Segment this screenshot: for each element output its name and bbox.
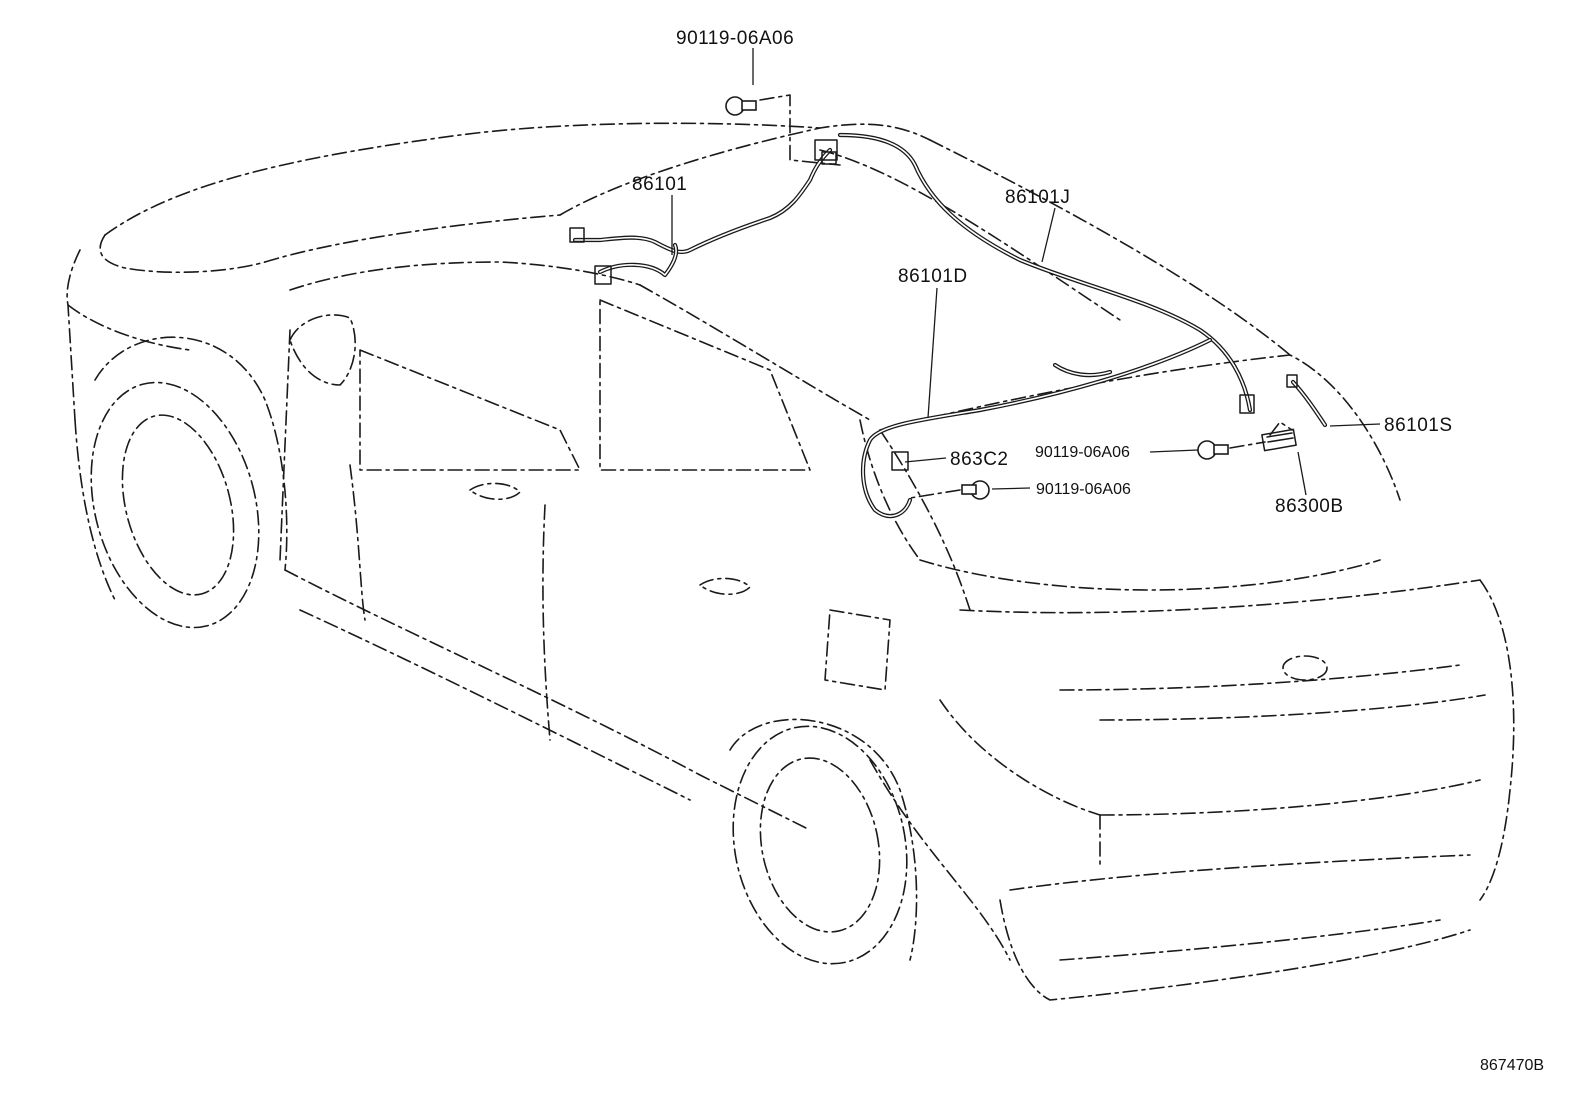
wire-harness-86101s [1286,374,1328,428]
part-label-86101: 86101 [632,174,687,195]
part-label-86101d: 86101D [898,266,968,287]
wire-harness-86101j [837,132,1255,414]
antenna-amplifier-86300b [1261,421,1297,452]
part-label-bolt-top: 90119-06A06 [676,28,794,49]
wire-harness-86101d [860,337,1213,519]
part-label-86300b: 86300B [1275,496,1344,517]
part-label-bolt-mid-left: 90119-06A06 [1036,481,1131,498]
wire-harness-86101 [569,139,838,285]
bolt-mid-left-icon [909,480,990,500]
figure-code: 867470B [1480,1057,1544,1074]
part-label-86101j: 86101J [1005,187,1070,208]
part-label-bolt-mid-right: 90119-06A06 [1035,444,1130,461]
car-body-outline [66,122,1515,1001]
bolt-top-icon [725,94,841,166]
part-label-86101s: 86101S [1384,415,1453,436]
leader-lines [671,48,1381,496]
part-label-863c2: 863C2 [950,449,1009,470]
bolt-mid-right-icon [1197,440,1266,460]
